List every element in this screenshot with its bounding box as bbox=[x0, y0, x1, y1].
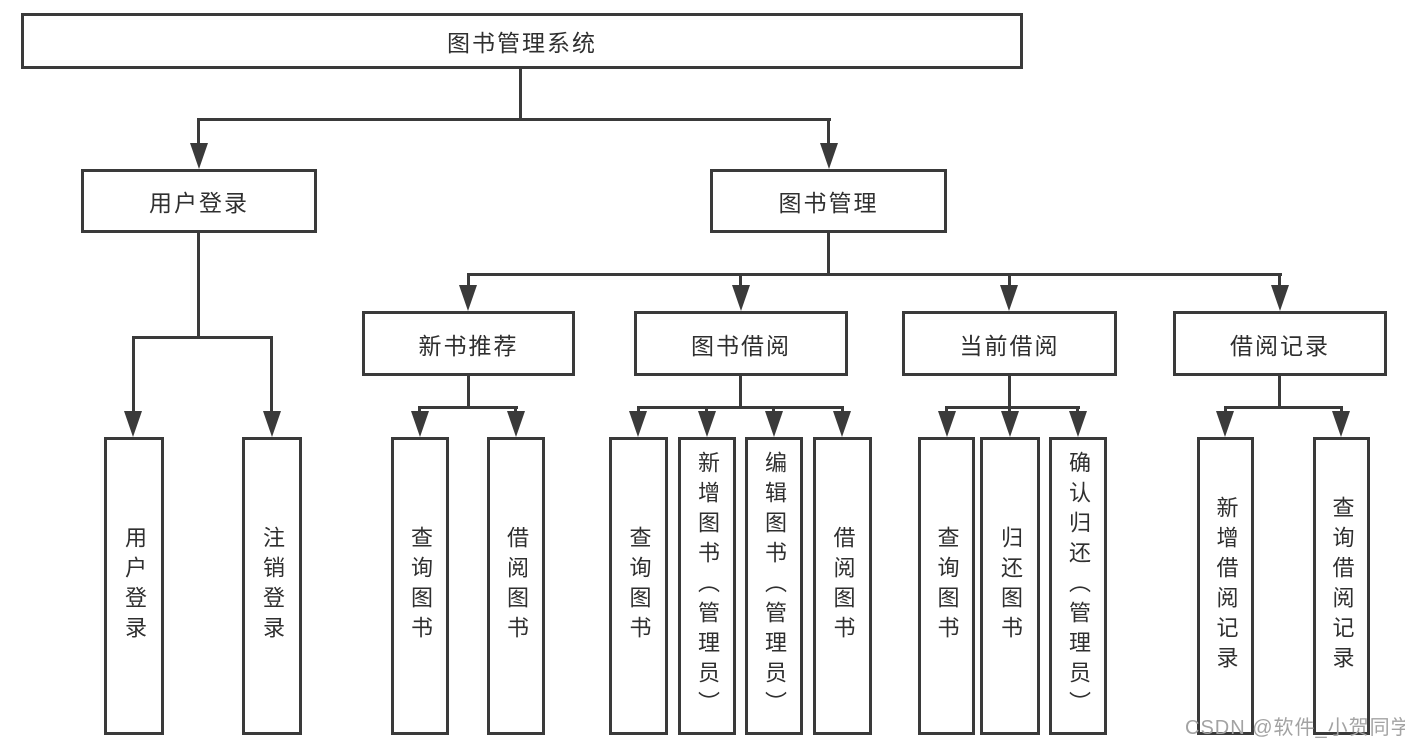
leaf-br-add-record-label: 新增借阅记录 bbox=[1213, 496, 1239, 676]
leaf-cb-return-book: 归还图书 bbox=[980, 437, 1040, 735]
leaf-br-add-record: 新增借阅记录 bbox=[1197, 437, 1254, 735]
connector-line bbox=[1008, 273, 1011, 288]
connector-line bbox=[418, 406, 421, 415]
connector-line bbox=[514, 406, 517, 415]
node-borrow-records: 借阅记录 bbox=[1173, 311, 1387, 376]
node-book-borrowing: 图书借阅 bbox=[634, 311, 848, 376]
node-user-login: 用户登录 bbox=[81, 169, 317, 233]
leaf-user-login: 用户登录 bbox=[104, 437, 164, 735]
leaf-bb-add-book-admin: 新增图书（管理员） bbox=[678, 437, 736, 735]
connector-line bbox=[945, 406, 1080, 409]
connector-line bbox=[1076, 406, 1079, 415]
connector-line bbox=[772, 406, 775, 415]
node-root: 图书管理系统 bbox=[21, 13, 1023, 69]
connector-line bbox=[705, 406, 708, 415]
leaf-nb-query-book-label: 查询图书 bbox=[408, 526, 433, 646]
arrow-down-icon bbox=[1000, 285, 1018, 311]
arrow-down-icon bbox=[732, 285, 750, 311]
connector-line bbox=[467, 376, 470, 407]
arrow-down-icon bbox=[820, 143, 838, 169]
leaf-bb-borrow-book-label: 借阅图书 bbox=[830, 526, 856, 646]
arrow-down-icon bbox=[263, 411, 281, 437]
leaf-bb-query-book-label: 查询图书 bbox=[626, 526, 652, 646]
arrow-down-icon bbox=[1216, 411, 1234, 437]
leaf-bb-edit-book-admin: 编辑图书（管理员） bbox=[745, 437, 803, 735]
arrow-down-icon bbox=[698, 411, 716, 437]
connector-line bbox=[739, 273, 742, 288]
arrow-down-icon bbox=[938, 411, 956, 437]
arrow-down-icon bbox=[765, 411, 783, 437]
leaf-bb-add-book-admin-label: 新增图书（管理员） bbox=[695, 451, 720, 721]
connector-line bbox=[827, 233, 830, 273]
node-book-management-label: 图书管理 bbox=[778, 190, 879, 216]
connector-line bbox=[841, 406, 844, 415]
connector-line bbox=[270, 336, 273, 412]
connector-line bbox=[1008, 406, 1011, 415]
leaf-cb-confirm-return-admin-label: 确认归还（管理员） bbox=[1066, 451, 1091, 721]
node-new-book-recommend: 新书推荐 bbox=[362, 311, 575, 376]
connector-line bbox=[132, 336, 273, 339]
connector-line bbox=[467, 273, 1282, 276]
arrow-down-icon bbox=[1001, 411, 1019, 437]
arrow-down-icon bbox=[190, 143, 208, 169]
connector-line bbox=[945, 406, 948, 415]
leaf-br-query-record-label: 查询借阅记录 bbox=[1329, 496, 1355, 676]
arrow-down-icon bbox=[629, 411, 647, 437]
node-current-borrowing: 当前借阅 bbox=[902, 311, 1117, 376]
connector-line bbox=[637, 406, 844, 409]
node-new-book-recommend-label: 新书推荐 bbox=[418, 332, 519, 359]
leaf-cb-confirm-return-admin: 确认归还（管理员） bbox=[1049, 437, 1107, 735]
node-user-login-label: 用户登录 bbox=[149, 190, 249, 216]
connector-line bbox=[637, 406, 640, 415]
connector-line bbox=[827, 118, 830, 146]
node-borrow-records-label: 借阅记录 bbox=[1230, 332, 1330, 359]
connector-line bbox=[132, 336, 135, 412]
leaf-user-login-label: 用户登录 bbox=[122, 526, 147, 646]
connector-line bbox=[519, 69, 522, 118]
connector-line bbox=[197, 118, 200, 146]
connector-line bbox=[1340, 406, 1343, 415]
leaf-br-query-record: 查询借阅记录 bbox=[1313, 437, 1370, 735]
connector-line bbox=[1224, 406, 1227, 415]
connector-line bbox=[1278, 376, 1281, 407]
node-root-label: 图书管理系统 bbox=[447, 30, 597, 56]
connector-line bbox=[1224, 406, 1343, 409]
leaf-logout-label: 注销登录 bbox=[260, 526, 285, 646]
leaf-nb-query-book: 查询图书 bbox=[391, 437, 449, 735]
leaf-cb-query-book-label: 查询图书 bbox=[934, 526, 960, 646]
connector-line bbox=[1278, 273, 1281, 288]
leaf-logout: 注销登录 bbox=[242, 437, 302, 735]
arrow-down-icon bbox=[1069, 411, 1087, 437]
arrow-down-icon bbox=[1332, 411, 1350, 437]
connector-line bbox=[467, 273, 470, 288]
leaf-nb-borrow-book: 借阅图书 bbox=[487, 437, 545, 735]
leaf-bb-borrow-book: 借阅图书 bbox=[813, 437, 872, 735]
node-book-management: 图书管理 bbox=[710, 169, 947, 233]
arrow-down-icon bbox=[124, 411, 142, 437]
arrow-down-icon bbox=[507, 411, 525, 437]
connector-line bbox=[197, 118, 831, 121]
arrow-down-icon bbox=[459, 285, 477, 311]
arrow-down-icon bbox=[411, 411, 429, 437]
leaf-bb-query-book: 查询图书 bbox=[609, 437, 668, 735]
arrow-down-icon bbox=[1271, 285, 1289, 311]
leaf-bb-edit-book-admin-label: 编辑图书（管理员） bbox=[762, 451, 787, 721]
leaf-cb-return-book-label: 归还图书 bbox=[998, 526, 1023, 646]
connector-line bbox=[739, 376, 742, 407]
connector-line bbox=[418, 406, 518, 409]
csdn-watermark: CSDN @软件_小贺同学 bbox=[1185, 717, 1405, 739]
arrow-down-icon bbox=[833, 411, 851, 437]
connector-line bbox=[197, 233, 200, 336]
leaf-nb-borrow-book-label: 借阅图书 bbox=[504, 526, 529, 646]
connector-line bbox=[1008, 376, 1011, 407]
node-current-borrowing-label: 当前借阅 bbox=[959, 332, 1060, 359]
node-book-borrowing-label: 图书借阅 bbox=[691, 332, 791, 359]
leaf-cb-query-book: 查询图书 bbox=[918, 437, 975, 735]
